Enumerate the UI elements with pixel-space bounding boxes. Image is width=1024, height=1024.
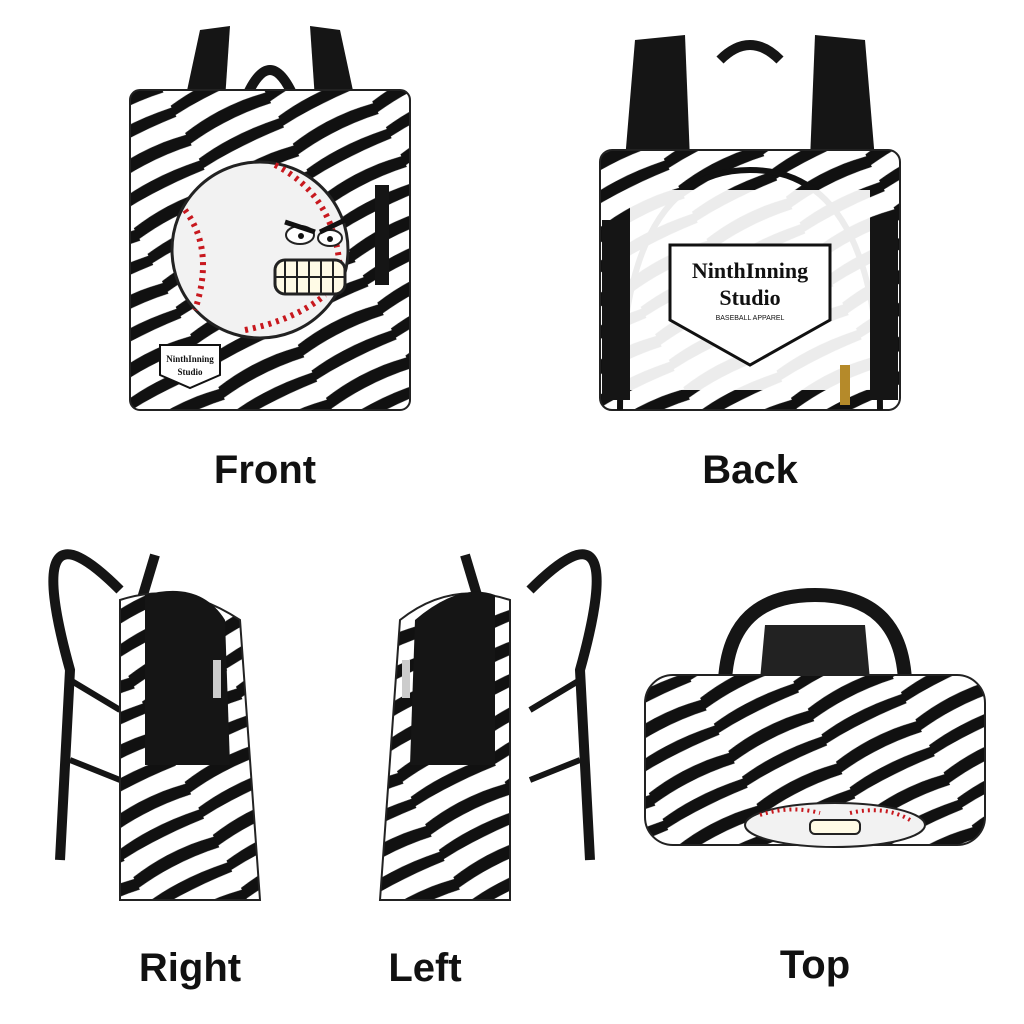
right-label: Right	[138, 946, 242, 990]
left-label: Left	[388, 946, 462, 990]
shoulder-strap	[185, 26, 230, 100]
front-label: Front	[213, 448, 317, 492]
shoulder-strap	[310, 26, 355, 100]
home-plate-logo-icon: NinthInning Studio BASEBALL APPAREL	[668, 243, 832, 367]
top-label: Top	[779, 943, 851, 987]
top-handle	[716, 40, 784, 64]
svg-text:NinthInning: NinthInning	[166, 354, 214, 364]
baseball-mascot-icon	[170, 160, 350, 340]
shoulder-strap	[48, 549, 124, 861]
svg-text:BASEBALL APPAREL: BASEBALL APPAREL	[716, 315, 785, 322]
front-view: NinthInning Studio	[125, 20, 415, 420]
zipper-pull-icon	[402, 660, 410, 698]
zipper-pull-icon	[213, 660, 221, 698]
shoulder-strap	[810, 35, 875, 160]
svg-text:NinthInning: NinthInning	[692, 258, 808, 283]
svg-text:Studio: Studio	[177, 367, 203, 377]
svg-text:Studio: Studio	[719, 285, 780, 310]
shoulder-strap	[625, 35, 690, 160]
shoulder-strap	[526, 549, 602, 861]
back-label: Back	[702, 448, 798, 492]
back-view: NinthInning Studio BASEBALL APPAREL	[590, 20, 910, 420]
baseball-mascot-icon	[744, 802, 926, 848]
top-view	[640, 585, 990, 865]
top-handle	[718, 587, 912, 681]
left-view	[360, 510, 610, 910]
top-handle	[240, 65, 300, 102]
home-plate-logo-icon: NinthInning Studio	[159, 344, 221, 390]
right-view	[40, 510, 290, 910]
zipper-pull-icon	[840, 365, 850, 405]
